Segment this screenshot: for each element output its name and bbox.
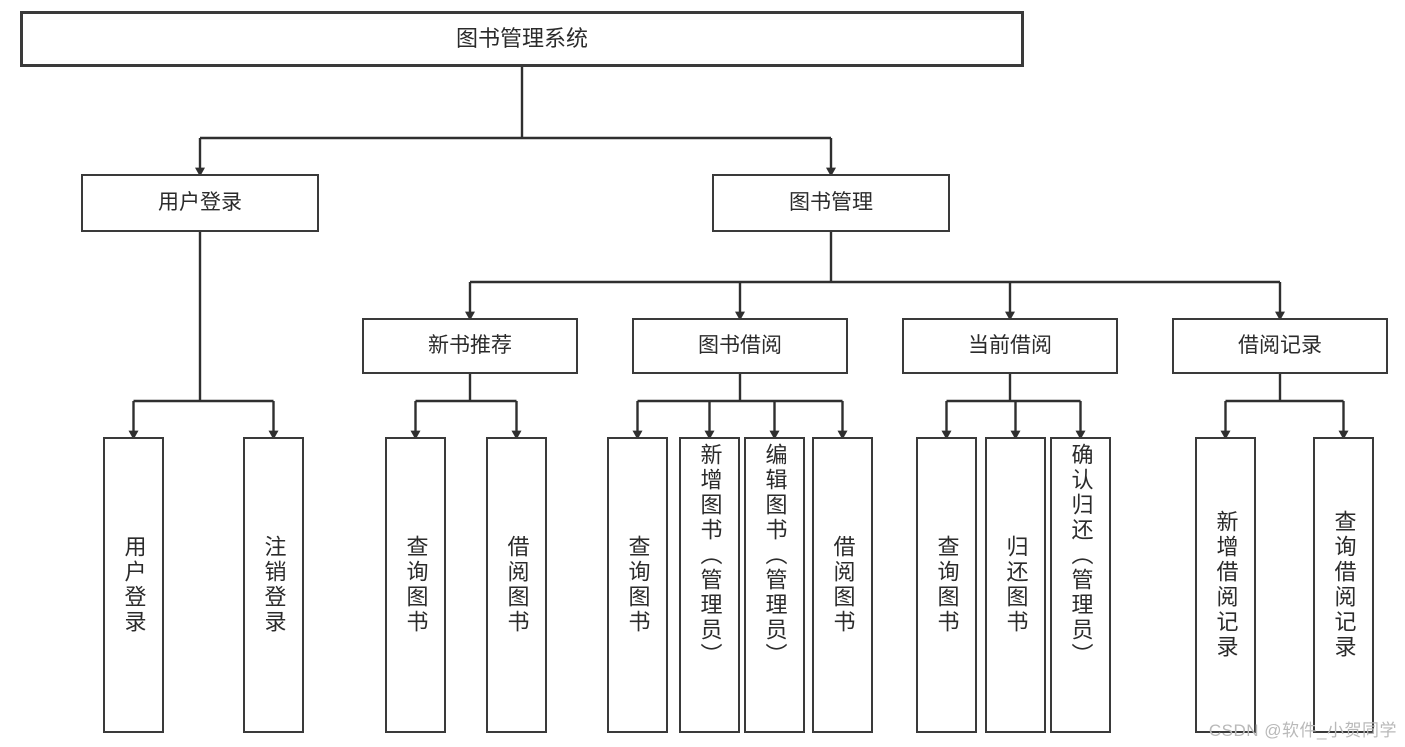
node-label: 图书管理系统 <box>455 26 588 52</box>
node-label: 新增图书（管理员） <box>697 443 723 668</box>
node-label: 用户登录 <box>121 535 147 635</box>
node-label: 编辑图书（管理员） <box>762 443 788 668</box>
node-label: 查询图书 <box>934 535 960 635</box>
node-label: 归还图书 <box>1003 535 1029 635</box>
node-label: 借阅图书 <box>830 535 856 635</box>
tree-node-f11[interactable]: 确认归还（管理员） <box>1050 437 1111 733</box>
node-label: 查询图书 <box>625 535 651 635</box>
tree-node-f1[interactable]: 用户登录 <box>103 437 164 733</box>
node-label: 用户登录 <box>158 190 242 214</box>
node-label: 借阅图书 <box>504 535 530 635</box>
tree-node-l2a[interactable]: 新书推荐 <box>362 318 578 374</box>
node-label: 当前借阅 <box>968 333 1052 357</box>
tree-node-f8[interactable]: 借阅图书 <box>812 437 873 733</box>
tree-node-f3[interactable]: 查询图书 <box>385 437 446 733</box>
root-node[interactable]: 图书管理系统 <box>20 11 1024 67</box>
node-label: 借阅记录 <box>1238 333 1322 357</box>
tree-node-f13[interactable]: 查询借阅记录 <box>1313 437 1374 733</box>
tree-node-l2d[interactable]: 借阅记录 <box>1172 318 1388 374</box>
node-label: 图书借阅 <box>698 333 782 357</box>
tree-node-l1b[interactable]: 图书管理 <box>712 174 950 232</box>
node-label: 注销登录 <box>261 535 287 635</box>
tree-node-f5[interactable]: 查询图书 <box>607 437 668 733</box>
node-label: 确认归还（管理员） <box>1068 443 1094 668</box>
tree-node-f10[interactable]: 归还图书 <box>985 437 1046 733</box>
tree-node-f6[interactable]: 新增图书（管理员） <box>679 437 740 733</box>
node-label: 查询借阅记录 <box>1331 510 1357 660</box>
node-label: 新增借阅记录 <box>1213 510 1239 660</box>
tree-node-f12[interactable]: 新增借阅记录 <box>1195 437 1256 733</box>
tree-node-f2[interactable]: 注销登录 <box>243 437 304 733</box>
watermark: CSDN @软件_小贺同学 <box>1208 721 1397 740</box>
tree-node-f4[interactable]: 借阅图书 <box>486 437 547 733</box>
tree-node-l2c[interactable]: 当前借阅 <box>902 318 1118 374</box>
tree-node-f7[interactable]: 编辑图书（管理员） <box>744 437 805 733</box>
tree-node-l1a[interactable]: 用户登录 <box>81 174 319 232</box>
tree-node-f9[interactable]: 查询图书 <box>916 437 977 733</box>
node-label: 查询图书 <box>403 535 429 635</box>
tree-node-l2b[interactable]: 图书借阅 <box>632 318 848 374</box>
node-label: 新书推荐 <box>428 333 512 357</box>
node-label: 图书管理 <box>789 190 873 214</box>
